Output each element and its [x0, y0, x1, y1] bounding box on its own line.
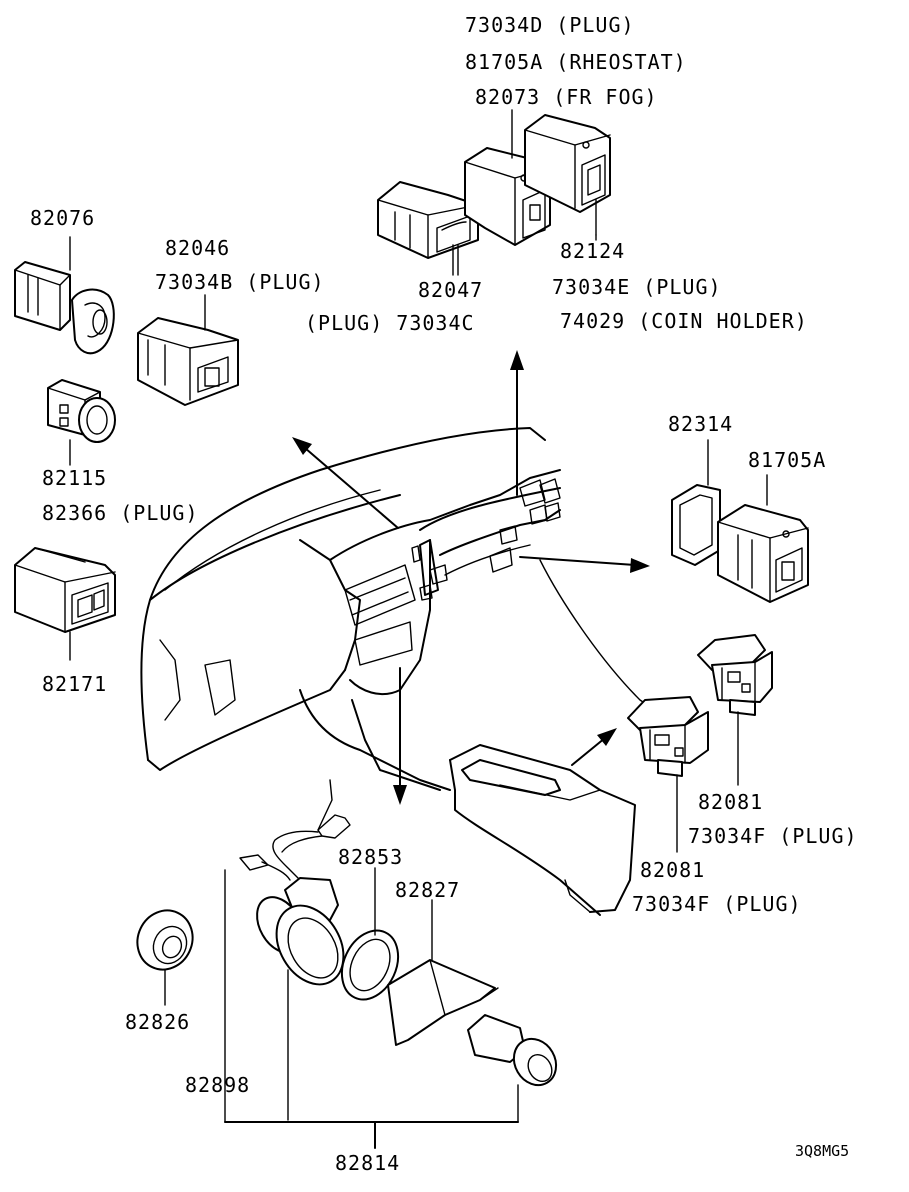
- label-82046: 82046: [165, 236, 231, 260]
- label-73034F-b: 73034F (PLUG): [632, 892, 802, 916]
- diagram-code: 3Q8MG5: [795, 1142, 850, 1160]
- label-82171: 82171: [42, 672, 108, 696]
- switch-82124: [524, 114, 611, 236]
- label-82115: 82115: [42, 466, 108, 490]
- leader-lines: [452, 234, 597, 276]
- switch-82171: [14, 547, 116, 661]
- label-82898: 82898: [185, 1073, 251, 1097]
- label-82081-b: 82081: [640, 858, 706, 882]
- instrument-panel: [140, 427, 701, 916]
- label-82314: 82314: [668, 412, 734, 436]
- label-73034B: 73034B (PLUG): [155, 270, 325, 294]
- label-82827: 82827: [395, 878, 461, 902]
- label-74029: 74029 (COIN HOLDER): [560, 309, 808, 333]
- switch-81705A-right: [671, 439, 809, 603]
- switch-82076: [14, 236, 115, 355]
- label-73034C: (PLUG) 73034C: [305, 311, 475, 335]
- label-82081-a: 82081: [698, 790, 764, 814]
- switch-82046: [137, 294, 239, 406]
- label-81705A-right: 81705A: [748, 448, 827, 472]
- label-82826: 82826: [125, 1010, 191, 1034]
- label-82047: 82047: [418, 278, 484, 302]
- label-82814: 82814: [335, 1151, 401, 1175]
- label-82076: 82076: [30, 206, 96, 230]
- label-73034D: 73034D (PLUG): [465, 13, 635, 37]
- label-73034F-a: 73034F (PLUG): [688, 824, 858, 848]
- label-81705A-top: 81705A (RHEOSTAT): [465, 50, 687, 74]
- switch-82115: [47, 379, 116, 466]
- cigarette-lighter-group: [136, 779, 558, 1149]
- label-82124: 82124: [560, 239, 626, 263]
- label-73034E: 73034E (PLUG): [552, 275, 722, 299]
- switches-82081: [627, 634, 773, 853]
- label-82073: 82073 (FR FOG): [475, 85, 658, 109]
- callout-arrows: [292, 350, 650, 805]
- switch-82047: [377, 181, 479, 276]
- label-82853: 82853: [338, 845, 404, 869]
- label-82366: 82366 (PLUG): [42, 501, 199, 525]
